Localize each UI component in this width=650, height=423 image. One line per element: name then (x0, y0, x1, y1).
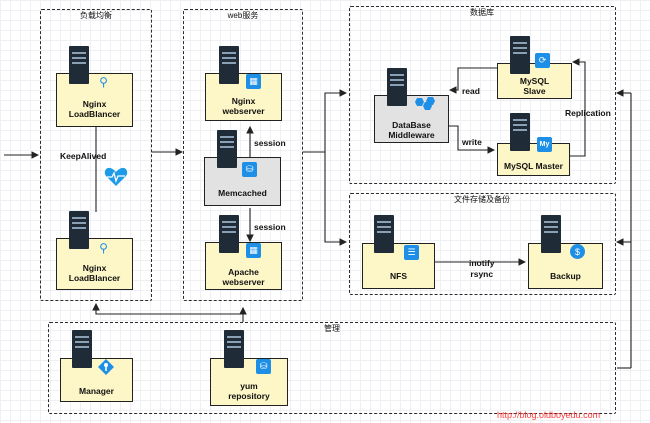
group-file-storage (349, 193, 616, 295)
document-icon: ☰ (404, 245, 419, 260)
server-rack-icon (217, 130, 237, 168)
nginx-loadbalancer-bottom-node[interactable]: Nginx LoadBlancer (56, 238, 133, 290)
nfs-node[interactable]: NFS (362, 243, 435, 289)
node-label: DataBase Middleware (388, 120, 435, 140)
group-title-load-balancer: 负载均衡 (80, 11, 112, 20)
database-middleware-node[interactable]: DataBase Middleware (374, 95, 449, 143)
node-label: Nginx LoadBlancer (68, 263, 121, 283)
node-label: MySQL Master (504, 161, 563, 171)
keepalived-label: KeepAlived (60, 151, 107, 161)
server-rack-icon (510, 36, 530, 74)
backup-bag-icon: $ (570, 244, 585, 259)
write-arrow (448, 125, 496, 154)
network-share-icon: ⚲ (99, 74, 108, 89)
node-label: Backup (550, 271, 581, 281)
manager-node[interactable]: Manager (60, 358, 133, 402)
server-rack-icon (219, 46, 239, 84)
node-label: Nginx webserver (222, 96, 265, 116)
web-browser-icon: ▦ (246, 74, 261, 89)
node-label: Nginx LoadBlancer (68, 99, 121, 119)
group-web-service (183, 9, 303, 301)
inotify-rsync-label: inotify rsync (469, 258, 495, 279)
group-title-web-service: web服务 (227, 11, 259, 20)
group-title-database: 数据库 (470, 8, 494, 17)
group-management (48, 322, 616, 414)
network-share-icon: ⚲ (99, 240, 108, 255)
server-rack-icon (69, 46, 89, 84)
backup-node[interactable]: Backup (528, 243, 603, 289)
server-rack-icon (374, 215, 394, 253)
group-title-management: 管理 (324, 324, 340, 333)
watermark-url: http://blog.oldboyedu.com (497, 410, 601, 420)
mysql-slave-node[interactable]: MySQL Slave (497, 63, 572, 99)
group-database (349, 6, 616, 184)
group-title-file-storage: 文件存储及备份 (454, 195, 510, 204)
node-label: Manager (79, 386, 114, 396)
middleware-hex-icon (415, 97, 435, 110)
nginx-webserver-node[interactable]: Nginx webserver (205, 73, 282, 121)
node-label: Apache webserver (222, 267, 265, 287)
read-label: read (462, 86, 480, 96)
server-rack-icon (72, 330, 92, 368)
nginx-loadbalancer-top-node[interactable]: Nginx LoadBlancer (56, 73, 133, 127)
mysql-db-icon: My (537, 137, 552, 152)
database-icon: ⛁ (242, 162, 257, 177)
heartbeat-icon (104, 167, 128, 186)
database-sync-icon: ⟳ (535, 53, 550, 68)
session-label-bottom: session (254, 222, 286, 232)
session-label-top: session (254, 138, 286, 148)
server-rack-icon (219, 215, 239, 253)
database-icon: ⛁ (256, 359, 271, 374)
server-rack-icon (224, 330, 244, 368)
replication-arrow (570, 58, 586, 157)
group-load-balancer (40, 9, 152, 301)
web-browser-icon: ▦ (246, 243, 261, 258)
yum-repository-node[interactable]: yum repository (210, 358, 288, 406)
node-label: MySQL Slave (519, 76, 550, 96)
server-rack-icon (541, 215, 561, 253)
node-label: Memcached (218, 188, 267, 198)
server-rack-icon (387, 68, 407, 106)
replication-label: Replication (565, 108, 611, 118)
write-label: write (462, 137, 482, 147)
server-rack-icon (69, 211, 89, 249)
key-icon (98, 359, 114, 375)
mgmt-to-lb-arrow (92, 302, 243, 315)
web-to-db-arrow (303, 89, 348, 153)
mysql-master-node[interactable]: MySQL Master (497, 143, 570, 176)
server-rack-icon (510, 113, 530, 151)
node-label: yum repository (228, 381, 270, 401)
web-to-fs-arrow (324, 152, 348, 246)
apache-webserver-node[interactable]: Apache webserver (205, 242, 282, 290)
node-label: NFS (390, 271, 407, 281)
read-arrow (448, 67, 497, 94)
